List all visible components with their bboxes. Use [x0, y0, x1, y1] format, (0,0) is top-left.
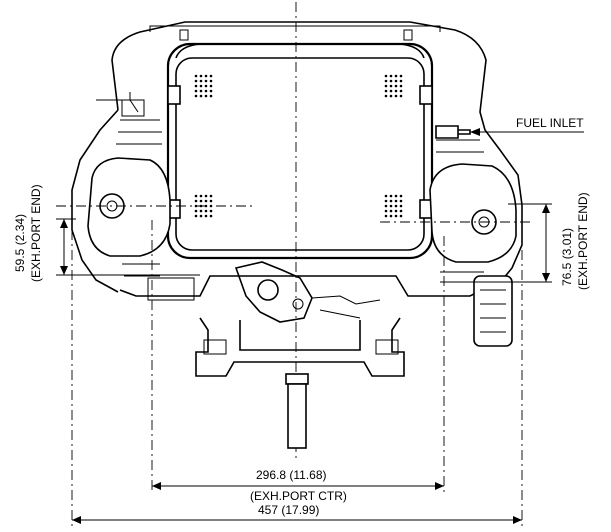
fuel-inlet-fitting [435, 125, 471, 139]
mount-foot-left [203, 339, 227, 355]
fuel-inlet-arrow [470, 128, 480, 136]
top-bolt-right [403, 29, 413, 41]
carburetor [234, 261, 313, 323]
left-valve-cover [87, 157, 171, 257]
overall-dim-value: 457 (17.99) [258, 503, 319, 517]
crankcase-lower [239, 320, 361, 351]
left-dim-arrow-bottom [60, 266, 68, 275]
control-panel-left [147, 277, 195, 301]
right-cylinder-fins [436, 139, 484, 273]
engine-shroud-outline-left [71, 109, 119, 293]
right-dim-value: 76.5 (3.01) [560, 228, 574, 286]
right-dim-arrow-bottom [542, 273, 550, 282]
governor-linkage [311, 295, 381, 319]
left-throttle-linkage [96, 92, 139, 113]
center-dim-note: (EXH.PORT CTR) [250, 489, 347, 503]
air-cleaner-housing [166, 42, 434, 260]
muffler-guard-ribs [480, 289, 506, 333]
right-valve-cover [429, 163, 517, 263]
carburetor-bowl [257, 279, 279, 301]
air-cleaner-top [175, 43, 425, 59]
carburetor-jet [292, 298, 304, 310]
overall-dim-arrow-left [72, 516, 81, 524]
vent-dots-bottom-left [194, 194, 213, 218]
right-muffler-guard [473, 275, 513, 347]
crankshaft-collar [285, 373, 309, 385]
left-dim-note: (EXH.PORT END) [29, 184, 43, 282]
left-bracket [121, 99, 145, 117]
crankcase-base [195, 317, 405, 377]
vent-dots-top-left [194, 74, 213, 98]
center-dim-arrow-left [152, 482, 161, 490]
right-dim-arrow-top [542, 204, 550, 213]
crankshaft [287, 383, 307, 449]
right-dim-note: (EXH.PORT END) [576, 192, 590, 290]
top-bolt-left [179, 29, 189, 41]
air-cleaner-cover [175, 57, 425, 251]
left-dim-arrow-top [60, 219, 68, 228]
engine-shroud-outline [111, 21, 523, 291]
center-dim-value: 296.8 (11.68) [256, 468, 327, 482]
center-dim-arrow-right [435, 482, 444, 490]
left-cylinder-fins [116, 119, 162, 277]
vent-dots-bottom-right [384, 194, 403, 218]
latch-top-left [167, 85, 181, 105]
mount-foot-right [375, 339, 399, 355]
overall-dim-arrow-right [513, 516, 522, 524]
left-dim-value: 59.5 (2.34) [13, 214, 27, 272]
top-rib [149, 25, 441, 32]
latch-top-right [419, 85, 433, 105]
lower-block [119, 275, 483, 297]
fuel-inlet-label: FUEL INLET [516, 116, 584, 130]
vent-dots-top-right [384, 74, 403, 98]
